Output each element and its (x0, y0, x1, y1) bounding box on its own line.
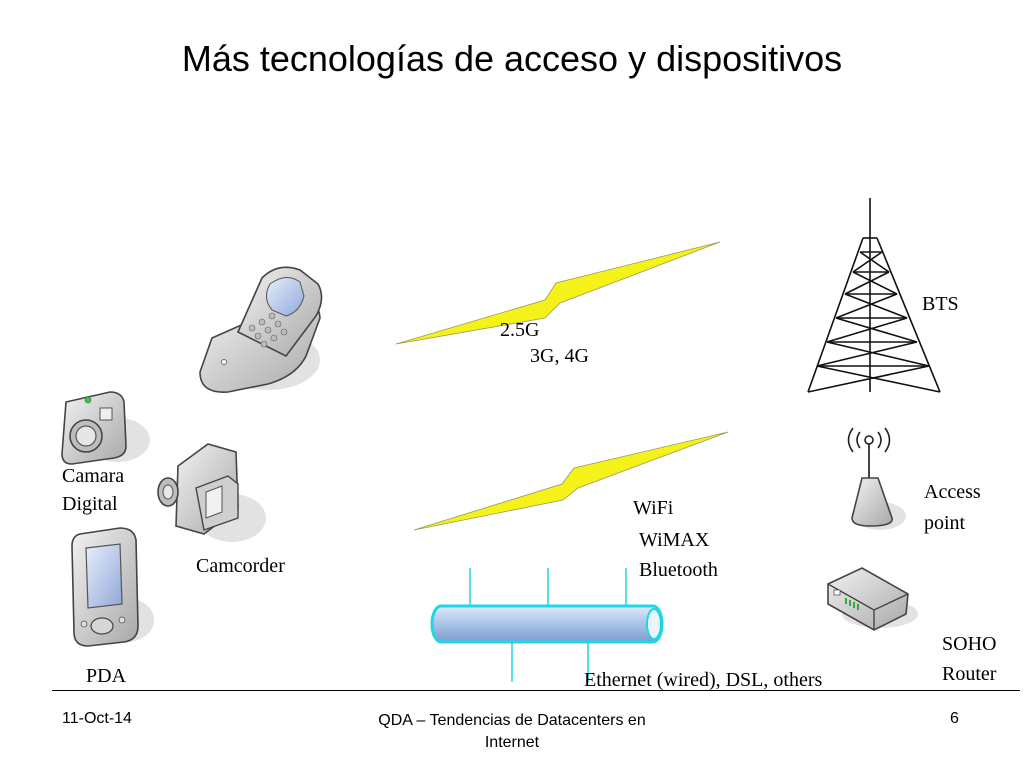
footer-center: QDA – Tendencias de Datacenters en Inter… (312, 710, 712, 754)
footer-date: 11-Oct-14 (62, 710, 132, 727)
camcorder-label: Camcorder (196, 555, 285, 577)
router-label-line1: SOHO (942, 633, 997, 655)
slide-title: Más tecnologías de acceso y dispositivos (181, 38, 843, 79)
cell-tower-icon (807, 198, 941, 393)
access-point-icon (847, 427, 906, 530)
pda-label: PDA (86, 665, 127, 687)
router-label-line2: Router (942, 663, 997, 685)
camcorder-icon (157, 443, 266, 542)
wireless-label-wifi: WiFi (633, 497, 674, 519)
camera-label-line1: Camara (62, 465, 125, 487)
camera-label-line2: Digital (62, 493, 118, 515)
ethernet-cable-icon (430, 568, 664, 682)
wireless-label-bluetooth: Bluetooth (639, 559, 718, 581)
router-icon (827, 567, 918, 631)
bts-label: BTS (922, 293, 959, 315)
page-number: 6 (950, 710, 959, 727)
wired-label: Ethernet (wired), DSL, others (584, 669, 823, 691)
wireless-label-wimax: WiMAX (639, 529, 710, 551)
lightning-bolt-icon (413, 431, 729, 531)
flip-phone-icon (199, 266, 323, 393)
cellular-label-2-5g: 2.5G (500, 319, 540, 341)
access-point-label-line1: Access (924, 481, 981, 503)
access-point-label-line2: point (924, 512, 966, 534)
footer-center-line2: Internet (484, 734, 540, 751)
digital-camera-icon (61, 391, 150, 465)
cellular-label-3g-4g: 3G, 4G (530, 345, 589, 367)
pda-icon (71, 527, 154, 647)
footer-center-line1: QDA – Tendencias de Datacenters en (378, 712, 646, 729)
lightning-bolt-icon (395, 241, 721, 345)
footer-divider (52, 690, 1020, 691)
